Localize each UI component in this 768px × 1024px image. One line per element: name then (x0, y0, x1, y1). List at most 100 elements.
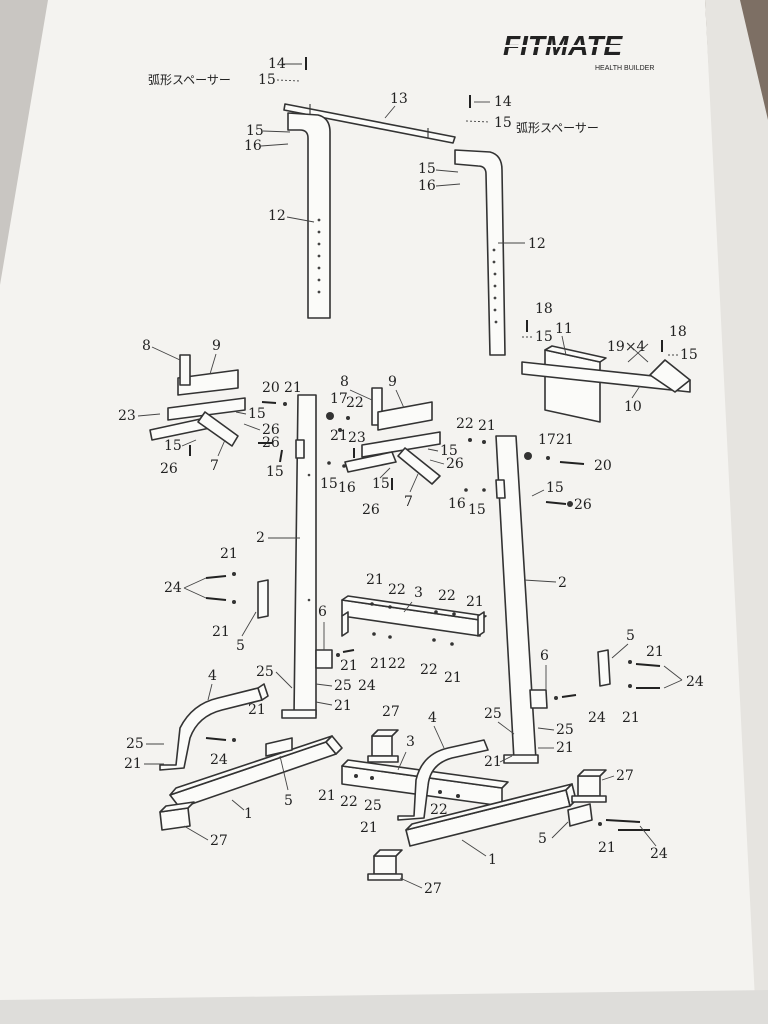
callout-p17a: 17 (330, 391, 348, 407)
part-27-foot-cap-right: 27 (571, 768, 634, 803)
callout-p23a: 23 (118, 408, 136, 424)
callout-p15e: 15 (248, 406, 266, 422)
callout-p3a: 3 (414, 585, 423, 601)
callout-p11: 11 (555, 321, 573, 337)
callout-p22h: 22 (430, 802, 448, 818)
part-1-right-base: 1 5 (405, 783, 593, 868)
callout-p26e: 26 (446, 456, 464, 472)
callout-p16b: 16 (418, 178, 436, 194)
callout-p21j: 21 (444, 670, 462, 686)
callout-p15j: 15 (440, 443, 458, 459)
callout-p21u: 21 (598, 840, 616, 856)
callout-p15a: 15 (246, 123, 264, 139)
part-12-left-upright: 15 16 12 (244, 112, 331, 319)
part-10-back-bracket: 10 (521, 359, 691, 415)
callout-p4a: 4 (208, 668, 217, 684)
part-2-left-frame: 2 (256, 394, 333, 719)
callout-p16a: 16 (244, 138, 262, 154)
hardware-left-base: 6 21 25 25 24 21 (256, 604, 376, 714)
callout-p2a: 2 (256, 530, 265, 546)
callout-p21g: 21 (366, 572, 384, 588)
callout-p21b: 21 (330, 428, 348, 444)
callout-p24b: 24 (358, 678, 376, 694)
callout-p15i: 15 (372, 476, 390, 492)
callout-p21q: 21 (124, 756, 142, 772)
callout-p15h: 15 (320, 476, 338, 492)
callout-p5d: 5 (538, 831, 547, 847)
callout-p18b: 18 (669, 324, 687, 340)
callout-p21m: 21 (646, 644, 664, 660)
spacer-label-right: 弧形スペーサー (516, 121, 599, 135)
callout-p19x4: 19×4 (607, 339, 646, 355)
callout-p25e: 25 (126, 736, 144, 752)
callout-14-right: 14 (494, 94, 512, 110)
callout-p16d: 16 (448, 496, 466, 512)
fitmate-logo: FITMATE HEALTH BUILDER (503, 30, 668, 72)
callout-p22b: 22 (456, 416, 474, 432)
hardware-20-21-left: 20 21 26 15 (258, 380, 302, 480)
callout-p15c: 15 (535, 329, 553, 345)
part-1-left-base: 1 27 5 (159, 735, 343, 849)
callout-p21t: 21 (360, 820, 378, 836)
callout-p15f: 15 (164, 438, 182, 454)
callout-p21i: 21 (370, 656, 388, 672)
callout-p22a: 22 (346, 395, 364, 411)
callout-14-left: 14 (268, 56, 286, 72)
page-stack (0, 990, 768, 1024)
callout-p15k: 15 (468, 502, 486, 518)
callout-p27c: 27 (616, 768, 634, 784)
callout-p16c: 16 (338, 480, 356, 496)
part-5-right-plate: 5 21 24 21 (597, 628, 704, 726)
part-27-foot-cap-bottom: 27 (367, 849, 442, 897)
part-3-upper-crossbar: 21 22 3 22 21 21 22 22 21 (341, 572, 487, 686)
callout-p22f: 22 (420, 662, 438, 678)
callout-p27a: 27 (382, 704, 400, 720)
callout-p26d: 26 (362, 502, 380, 518)
part-4-right-arch: 4 21 22 25 22 21 (318, 710, 489, 836)
callout-p22e: 22 (388, 656, 406, 672)
callout-p25d: 25 (556, 722, 574, 738)
part-13-pullup-bar: 13 (283, 91, 456, 144)
callout-p25b: 25 (334, 678, 352, 694)
callout-p5c: 5 (284, 793, 293, 809)
callout-p27b: 27 (210, 833, 228, 849)
callout-p26f: 26 (574, 497, 592, 513)
callout-p15l: 15 (546, 480, 564, 496)
callout-p20b: 20 (594, 458, 612, 474)
callout-p22d: 22 (438, 588, 456, 604)
callout-p21e: 21 (220, 546, 238, 562)
callout-p22g: 22 (340, 794, 358, 810)
callout-p21a: 21 (284, 380, 302, 396)
callout-p21n: 21 (622, 710, 640, 726)
callout-p20a: 20 (262, 380, 280, 396)
part-5-left-plate: 21 24 21 5 (164, 546, 269, 654)
callout-p24c: 24 (686, 674, 704, 690)
callout-15-right: 15 (494, 115, 512, 131)
brand-tagline: HEALTH BUILDER (595, 65, 654, 72)
callout-p15d: 15 (680, 347, 698, 363)
hardware-right-foot: 21 24 (598, 819, 668, 862)
callout-p2b: 2 (558, 575, 567, 591)
callout-p27d: 27 (424, 881, 442, 897)
callout-p26b: 26 (160, 461, 178, 477)
callout-p21o: 21 (556, 740, 574, 756)
callout-p21d: 21 (556, 432, 574, 448)
callout-p12b: 12 (528, 236, 546, 252)
callout-p21p: 21 (484, 754, 502, 770)
callout-p8a: 8 (142, 338, 151, 354)
hardware-right-base: 6 24 25 25 21 21 (484, 648, 606, 770)
callout-p26a: 26 (262, 422, 280, 438)
part-7-right-dip-arm: 8 9 17 22 21 23 15 16 15 26 7 26 15 (320, 374, 464, 518)
callout-p10: 10 (624, 399, 642, 415)
callout-p25c: 25 (484, 706, 502, 722)
spacer-label-left: 弧形スペーサー (148, 73, 231, 87)
screws-18-19: 18 15 19×4 18 15 (522, 301, 698, 363)
part-7-left-dip-arm: 8 9 23 15 15 26 26 7 (118, 338, 280, 477)
callout-p18a: 18 (535, 301, 553, 317)
callout-p1b: 1 (488, 852, 497, 868)
callout-p23b: 23 (348, 430, 366, 446)
callout-p21f: 21 (212, 624, 230, 640)
callout-p25a: 25 (256, 664, 274, 680)
